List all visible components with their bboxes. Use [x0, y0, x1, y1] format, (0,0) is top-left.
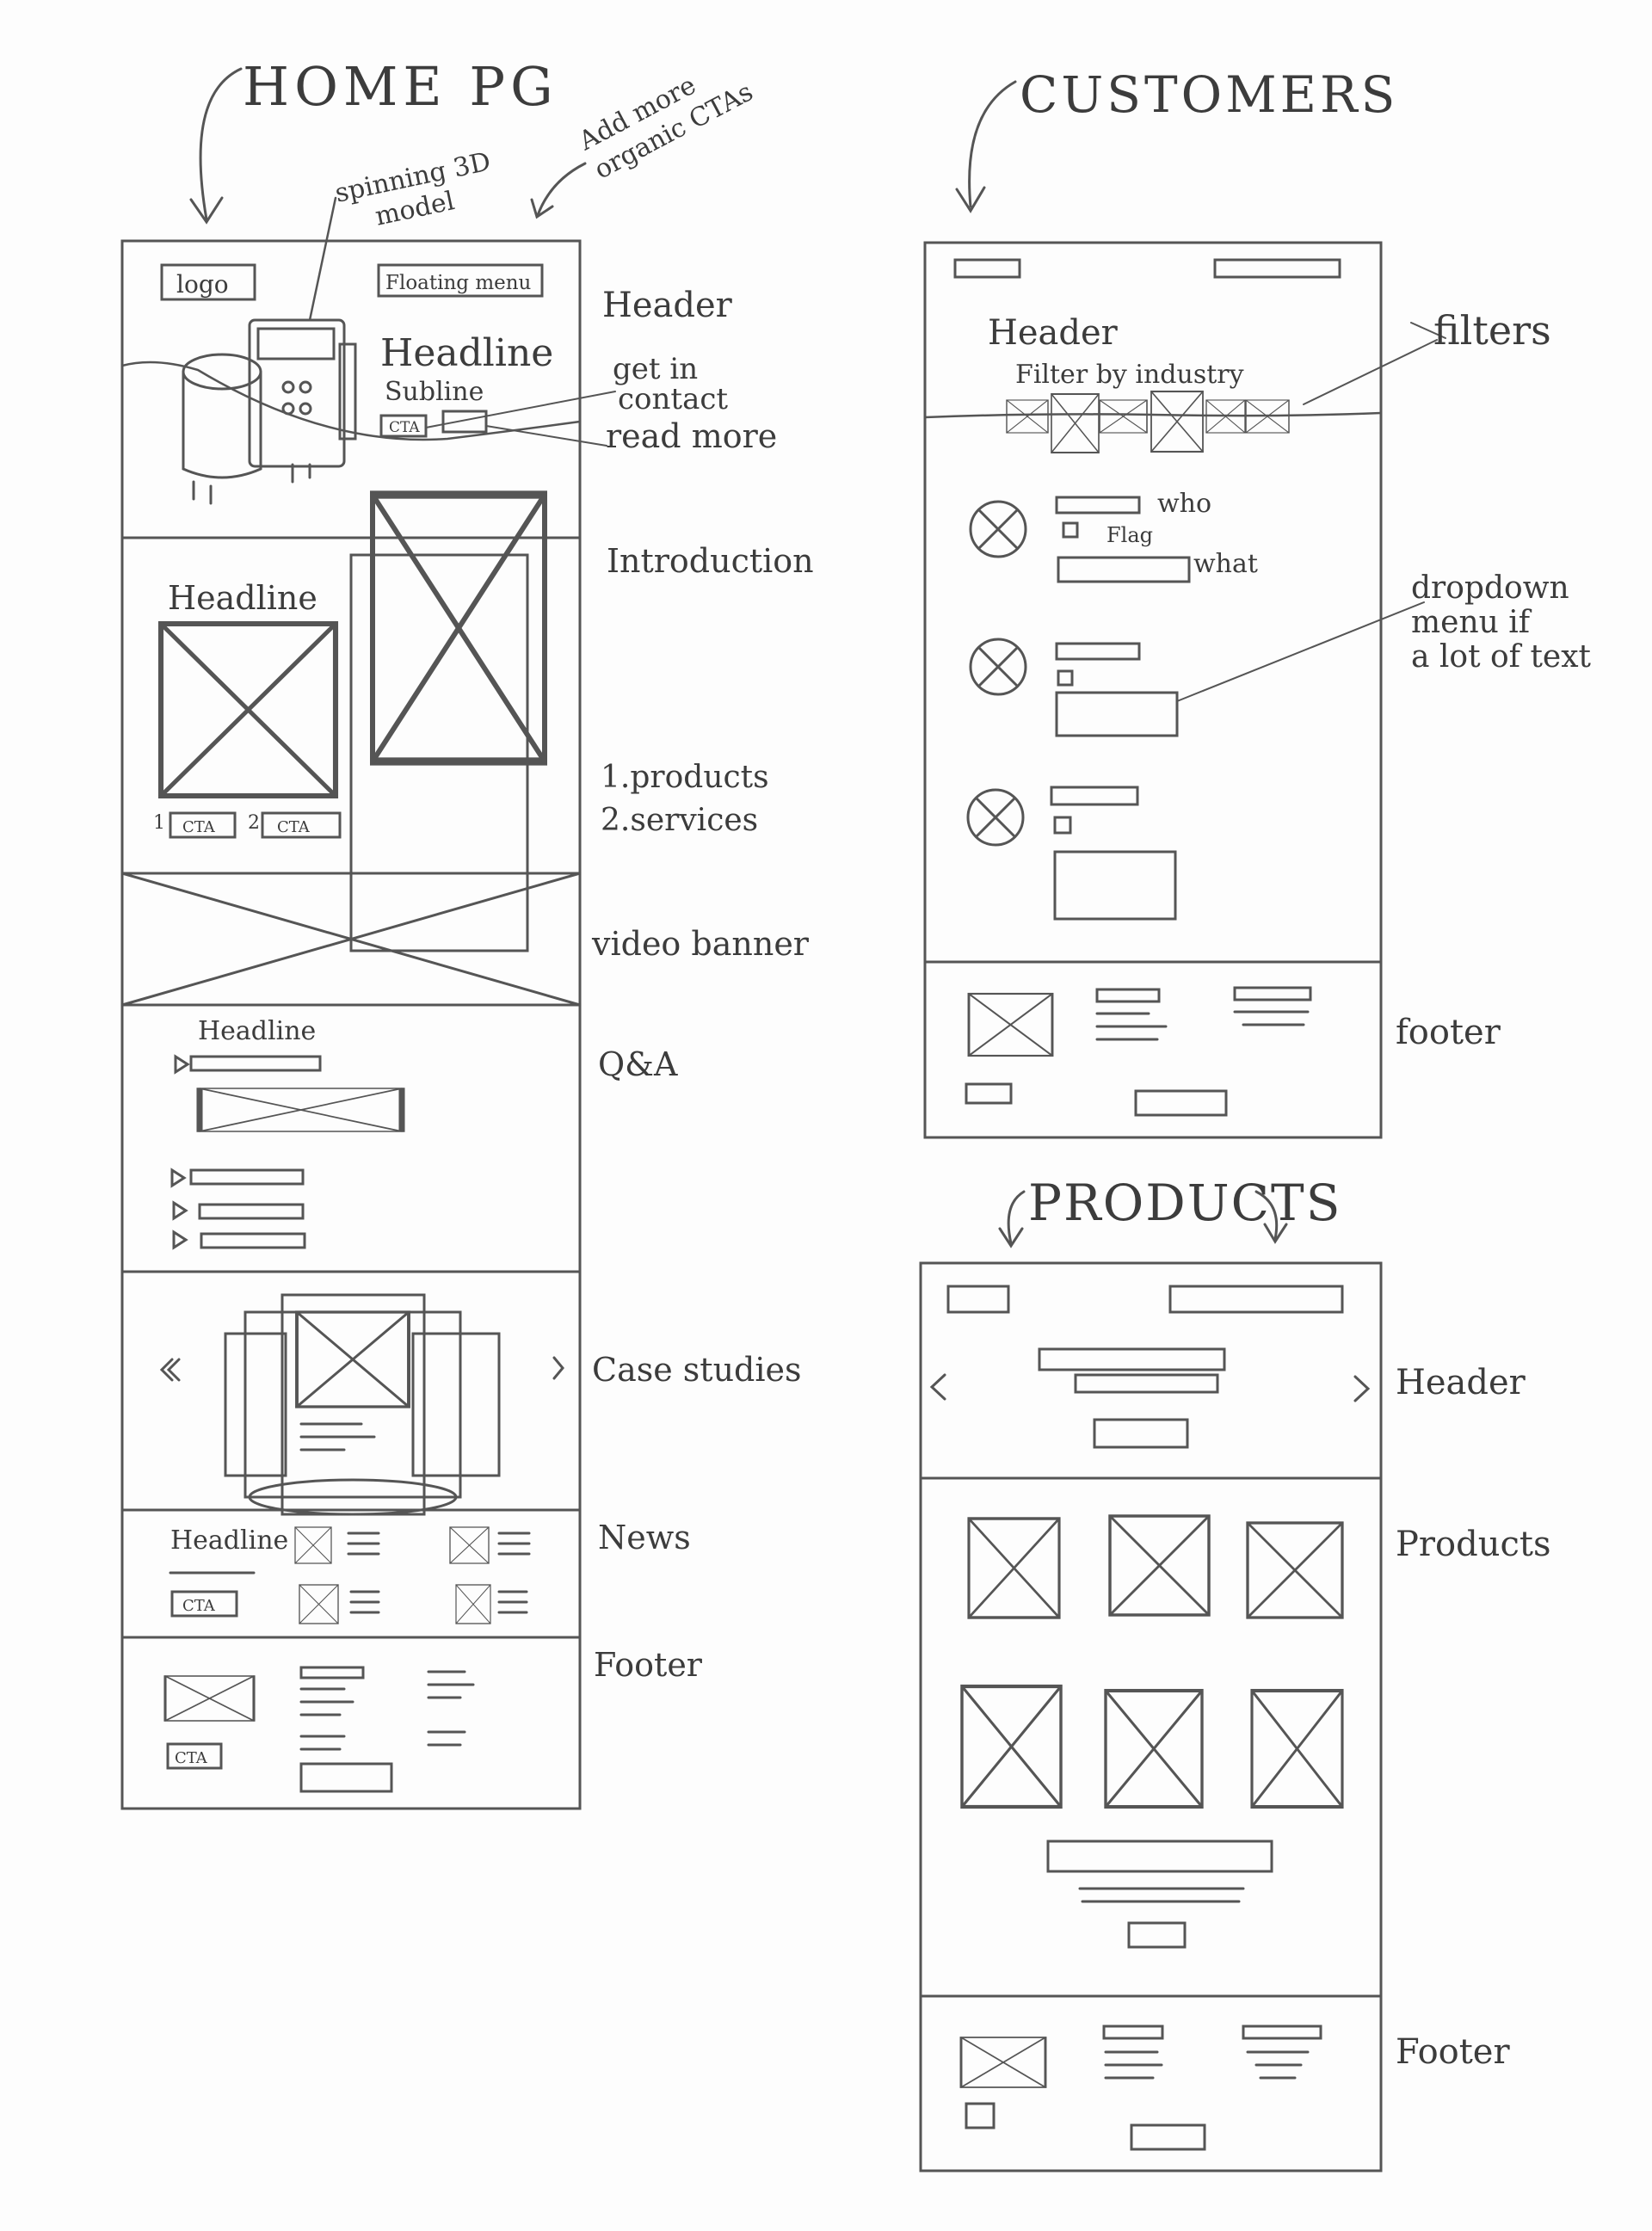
label-dropdown-3: a lot of text	[1411, 639, 1592, 675]
customers-filter-by: Filter by industry	[1015, 360, 1244, 390]
home-cta-news: CTA	[182, 1597, 216, 1615]
label-products-header: Header	[1396, 1363, 1526, 1402]
label-home-footer: Footer	[594, 1646, 703, 1684]
svg-text:1.products 2.services: 1.products 2.services	[601, 760, 779, 838]
label-products-products: Products	[1396, 1525, 1551, 1564]
home-intro-headline: Headline	[168, 579, 317, 617]
home-cta-num-2: 2	[248, 812, 260, 834]
customers-header: Header	[988, 313, 1119, 353]
label-get-in-contact-1: get in	[613, 352, 698, 386]
svg-text:Add more organic CTAs: Add more organic CTAs	[573, 48, 758, 186]
home-floating-menu: Floating menu	[385, 272, 531, 294]
products-frame	[919, 1261, 1383, 2172]
svg-text:spinning 3D model: spinning 3D model	[332, 145, 508, 239]
label-get-in-contact-2: contact	[618, 382, 728, 416]
label-products-footer: Footer	[1396, 2032, 1510, 2072]
label-case-studies: Case studies	[592, 1351, 802, 1389]
customers-flag: Flag	[1106, 523, 1153, 547]
home-headline: Headline	[380, 331, 553, 375]
label-home-header: Header	[602, 286, 733, 325]
customers-frame	[923, 241, 1383, 1139]
label-products: 1.products	[601, 760, 769, 795]
home-cta-header: CTA	[389, 419, 420, 436]
home-title: HOME PG	[243, 55, 558, 118]
products-page-wireframe: PRODUCTS	[919, 1174, 1551, 2172]
products-title: PRODUCTS	[1028, 1174, 1341, 1232]
label-dropdown-1: dropdown	[1411, 570, 1569, 606]
home-cta-footer: CTA	[175, 1749, 208, 1767]
home-cta-intro-2: CTA	[277, 818, 311, 836]
svg-text:dropdown menu if: dropdown menu if a lot of text	[1411, 570, 1592, 675]
home-page-wireframe: HOME PG spinning 3D model Add more organ…	[120, 48, 814, 1810]
label-dropdown-2: menu if	[1411, 605, 1532, 640]
label-customers-footer: footer	[1396, 1013, 1501, 1052]
home-frame	[120, 239, 582, 1810]
home-cta-num-1: 1	[153, 812, 165, 834]
customers-page-wireframe: CUSTOMERS Header Filter by industry who	[923, 65, 1592, 1139]
customers-title: CUSTOMERS	[1020, 65, 1398, 124]
label-services: 2.services	[601, 803, 758, 838]
home-logo: logo	[176, 270, 229, 299]
home-subline: Subline	[385, 377, 484, 407]
label-introduction: Introduction	[607, 542, 814, 580]
label-news: News	[598, 1519, 691, 1556]
label-read-more: read more	[606, 417, 777, 455]
home-news-headline: Headline	[170, 1525, 288, 1556]
home-qa-headline: Headline	[198, 1016, 316, 1046]
svg-text:Header: Header	[602, 286, 733, 325]
customers-what: what	[1193, 549, 1258, 579]
customers-who: who	[1157, 489, 1211, 519]
label-qa: Q&A	[598, 1045, 678, 1083]
label-video-banner: video banner	[591, 925, 810, 963]
label-filters: filters	[1433, 307, 1551, 354]
svg-text:get in contact: get in contact	[613, 352, 728, 416]
home-cta-intro-1: CTA	[182, 818, 216, 836]
